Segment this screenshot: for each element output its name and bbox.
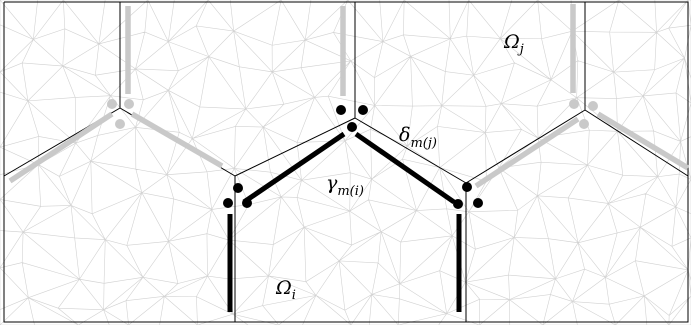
faded-segment <box>8 111 114 184</box>
black-node <box>233 183 243 193</box>
faded-interface-segments <box>8 4 690 189</box>
black-node <box>223 198 233 208</box>
gamma-m-i-label: γm(i) <box>326 172 364 199</box>
subdomain-borders <box>3 1 689 323</box>
subdomain-border <box>584 109 689 177</box>
black-node <box>358 105 368 115</box>
highlighted-interface-segments <box>227 131 462 312</box>
faded-node <box>579 119 589 129</box>
omega-i-label: Ωi <box>275 277 296 303</box>
black-node <box>242 198 252 208</box>
black-node <box>347 122 357 132</box>
black-node <box>336 105 346 115</box>
black-node <box>453 199 463 209</box>
interface-nodes <box>107 99 598 209</box>
faded-segment <box>474 116 580 189</box>
subdomain-border <box>3 1 689 323</box>
subdomain-border <box>234 2 356 177</box>
faded-segment <box>596 111 690 171</box>
omega-j-label: Ωj <box>503 31 524 57</box>
faded-node <box>569 99 579 109</box>
black-node <box>462 182 472 192</box>
faded-node <box>115 119 125 129</box>
delta-m-j-label: δm(j) <box>399 124 437 151</box>
black-node <box>473 198 483 208</box>
faded-node <box>124 99 134 109</box>
highlighted-segment <box>354 131 456 205</box>
faded-node <box>107 99 117 109</box>
faded-node <box>588 101 598 111</box>
highlighted-segment <box>242 131 346 205</box>
faded-segment <box>130 111 224 169</box>
